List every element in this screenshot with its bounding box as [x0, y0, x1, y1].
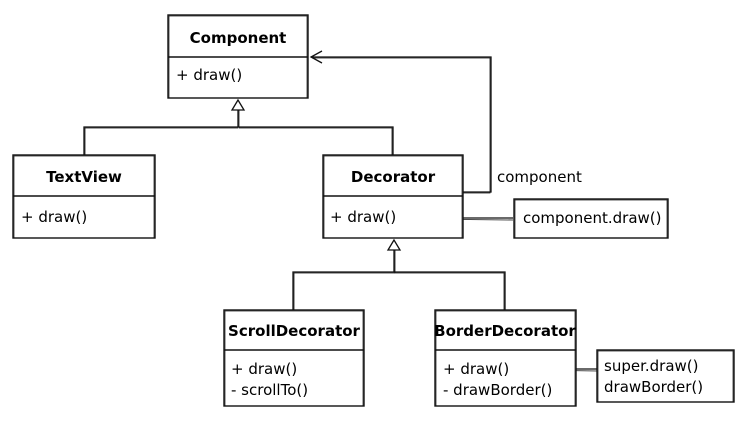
- note-decorator-line-1: component.draw(): [523, 209, 661, 227]
- hollow-arrowhead-component: [230, 98, 246, 111]
- class-component-name: Component: [190, 29, 287, 47]
- inheritance-border-to-decorator: [394, 271, 506, 310]
- class-border-member-draw: + draw(): [443, 360, 509, 378]
- note-decorator: component.draw(): [513, 198, 669, 239]
- class-scroll-decorator: ScrollDecorator + draw() - scrollTo(): [223, 309, 365, 407]
- association-label-component: component: [497, 168, 582, 186]
- inheritance-textview-to-component: [83, 126, 238, 155]
- class-component-member-draw: + draw(): [176, 66, 242, 84]
- open-arrowhead-component: [309, 50, 323, 64]
- class-textview: TextView + draw(): [12, 154, 156, 239]
- class-scroll-member-draw: + draw(): [231, 360, 297, 378]
- class-textview-member-draw: + draw(): [21, 208, 87, 226]
- note-border-line-2: drawBorder(): [604, 378, 703, 396]
- class-decorator: Decorator + draw(): [322, 154, 464, 239]
- inheritance-decorator-to-component: [237, 108, 394, 155]
- class-scroll-member-scrollto: - scrollTo(): [231, 381, 308, 399]
- class-border-decorator-name: BorderDecorator: [434, 322, 576, 340]
- class-scroll-decorator-name: ScrollDecorator: [228, 322, 360, 340]
- class-textview-name: TextView: [46, 168, 122, 186]
- inheritance-scroll-to-decorator: [292, 248, 395, 310]
- note-border-line-1: super.draw(): [604, 357, 698, 375]
- hollow-arrowhead-decorator: [386, 238, 402, 251]
- class-border-member-drawborder: - drawBorder(): [443, 381, 552, 399]
- note-border-decorator: super.draw() drawBorder(): [596, 349, 735, 403]
- class-border-decorator: BorderDecorator + draw() - drawBorder(): [434, 309, 577, 407]
- class-decorator-member-draw: + draw(): [330, 208, 396, 226]
- class-decorator-name: Decorator: [351, 168, 436, 186]
- association-decorator-component: [311, 56, 492, 193]
- class-component: Component + draw(): [167, 14, 309, 99]
